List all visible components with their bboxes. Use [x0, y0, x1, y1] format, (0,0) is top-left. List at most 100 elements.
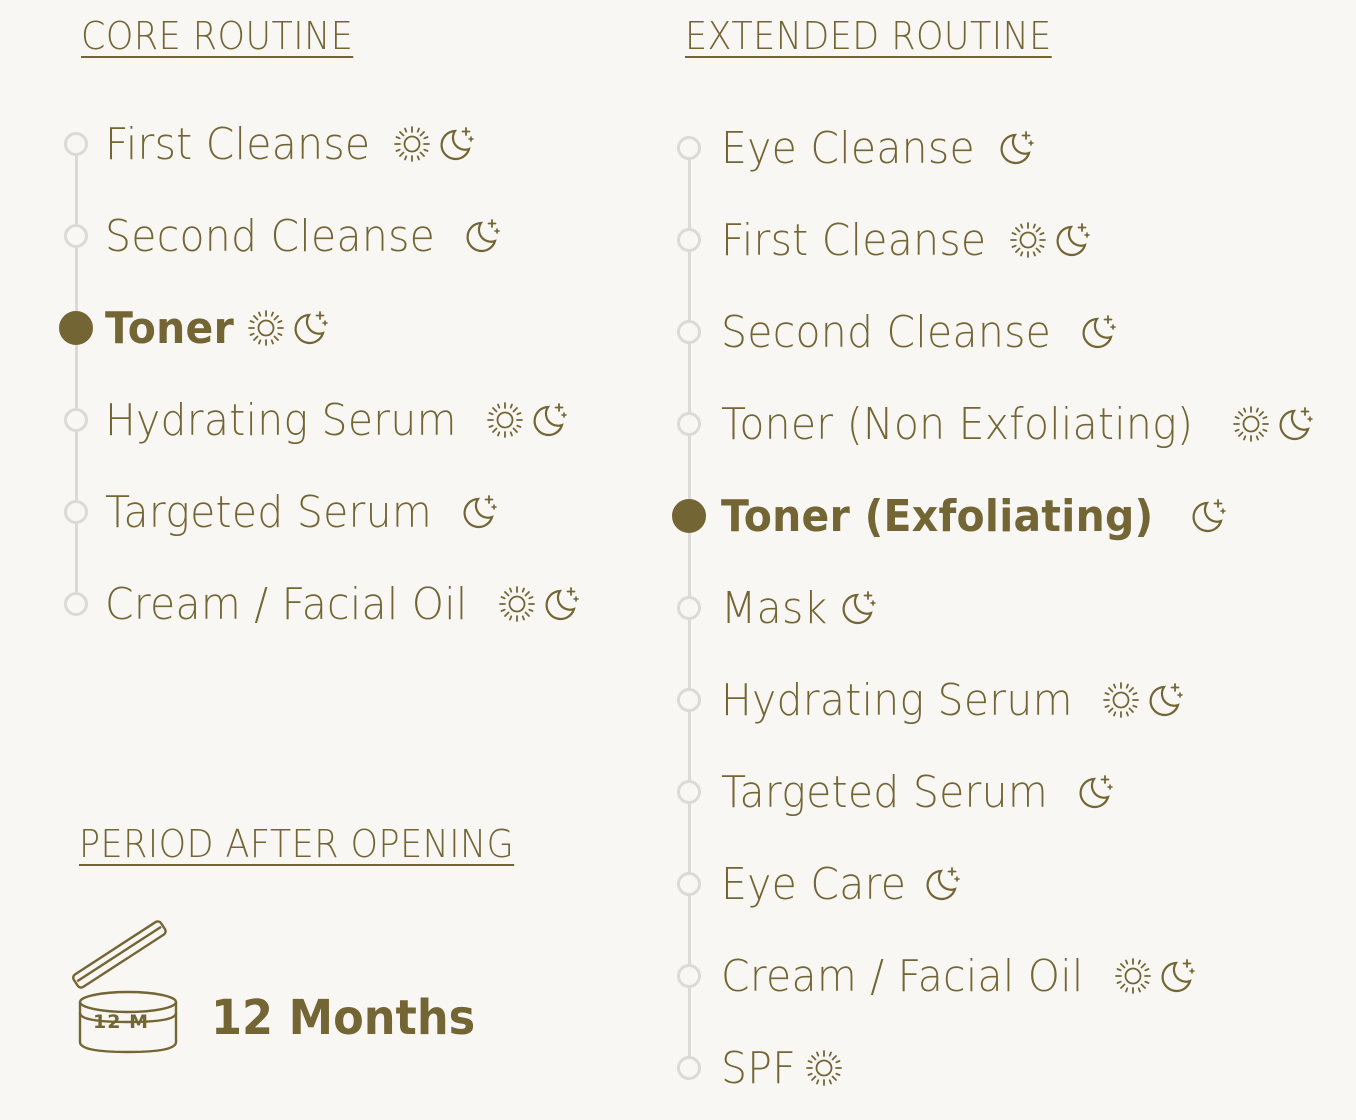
- moon-stars-icon: [1052, 220, 1092, 260]
- extended-step-icons: [804, 1048, 844, 1088]
- core-step-icons: [485, 400, 569, 440]
- extended-step-dot: [677, 1056, 701, 1080]
- core-step-dot: [64, 408, 88, 432]
- moon-stars-icon: [1188, 496, 1228, 536]
- moon-stars-icon: [541, 584, 581, 624]
- extended-step-dot: [677, 228, 701, 252]
- core-step: Second Cleanse: [105, 206, 502, 266]
- extended-step-label: Eye Cleanse: [721, 122, 975, 174]
- extended-step: Hydrating Serum: [721, 670, 1185, 730]
- core-step-icons: [459, 492, 499, 532]
- extended-step-label: Hydrating Serum: [721, 674, 1073, 726]
- sun-icon: [1008, 220, 1048, 260]
- core-step-label: Toner: [105, 302, 235, 354]
- extended-step-dot: [677, 688, 701, 712]
- sun-icon: [246, 308, 286, 348]
- moon-stars-icon: [1078, 312, 1118, 352]
- core-step-label: Hydrating Serum: [105, 394, 457, 446]
- extended-step-dot: [677, 780, 701, 804]
- core-step: Targeted Serum: [105, 482, 499, 542]
- core-step-icons: [462, 216, 502, 256]
- extended-step: Second Cleanse: [721, 302, 1118, 362]
- extended-step: Toner (Exfoliating): [721, 486, 1228, 546]
- core-step-dot: [64, 224, 88, 248]
- core-step-dot: [64, 500, 88, 524]
- extended-step: Eye Cleanse: [721, 118, 1036, 178]
- extended-step-label: Toner (Non Exfoliating): [721, 398, 1194, 450]
- core-step: First Cleanse: [105, 114, 476, 174]
- jar-label: 12 M: [93, 1011, 149, 1033]
- extended-step: Mask: [721, 578, 878, 638]
- core-step: Cream / Facial Oil: [105, 574, 581, 634]
- sun-icon: [1101, 680, 1141, 720]
- extended-step-icons: [996, 128, 1036, 168]
- extended-step-dot: [677, 596, 701, 620]
- core-step-icons: [392, 124, 476, 164]
- extended-step-icons: [1113, 956, 1197, 996]
- moon-stars-icon: [1157, 956, 1197, 996]
- extended-step: Cream / Facial Oil: [721, 946, 1197, 1006]
- extended-step-dot: [677, 964, 701, 988]
- core-step-dot: [64, 132, 88, 156]
- extended-step-dot: [672, 499, 706, 533]
- core-step-label: First Cleanse: [105, 118, 371, 170]
- core-step-label: Targeted Serum: [105, 486, 433, 538]
- extended-step-label: SPF: [721, 1042, 797, 1094]
- moon-stars-icon: [290, 308, 330, 348]
- extended-step-label: Toner (Exfoliating): [721, 490, 1154, 542]
- core-step: Hydrating Serum: [105, 390, 569, 450]
- extended-step-dot: [677, 320, 701, 344]
- moon-stars-icon: [436, 124, 476, 164]
- extended-step: Toner (Non Exfoliating): [721, 394, 1315, 454]
- core-step-label: Cream / Facial Oil: [105, 578, 468, 630]
- extended-step-label: Eye Care: [721, 858, 907, 910]
- extended-step-label: Cream / Facial Oil: [721, 950, 1084, 1002]
- extended-routine-heading: EXTENDED ROUTINE: [685, 14, 1052, 58]
- extended-step-icons: [1101, 680, 1185, 720]
- moon-stars-icon: [1075, 772, 1115, 812]
- core-step-label: Second Cleanse: [105, 210, 436, 262]
- extended-step-icons: [1075, 772, 1115, 812]
- extended-step-label: First Cleanse: [721, 214, 987, 266]
- moon-stars-icon: [1275, 404, 1315, 444]
- sun-icon: [1231, 404, 1271, 444]
- extended-step-icons: [1008, 220, 1092, 260]
- extended-step-icons: [1078, 312, 1118, 352]
- extended-step-dot: [677, 872, 701, 896]
- sun-icon: [485, 400, 525, 440]
- moon-stars-icon: [1145, 680, 1185, 720]
- core-step-dot: [64, 592, 88, 616]
- extended-step-icons: [1231, 404, 1315, 444]
- moon-stars-icon: [996, 128, 1036, 168]
- extended-step: Targeted Serum: [721, 762, 1115, 822]
- extended-step-dot: [677, 136, 701, 160]
- extended-step-icons: [1188, 496, 1228, 536]
- pao-row: 12 M: [66, 918, 186, 1063]
- extended-step-icons: [922, 864, 962, 904]
- moon-stars-icon: [838, 588, 878, 628]
- sun-icon: [392, 124, 432, 164]
- extended-step-label: Targeted Serum: [721, 766, 1049, 818]
- sun-icon: [804, 1048, 844, 1088]
- core-step-icons: [497, 584, 581, 624]
- extended-step: SPF: [721, 1038, 844, 1098]
- extended-step-label: Second Cleanse: [721, 306, 1052, 358]
- pao-heading: PERIOD AFTER OPENING: [79, 822, 515, 866]
- sun-icon: [497, 584, 537, 624]
- moon-stars-icon: [529, 400, 569, 440]
- core-track: [74, 144, 78, 604]
- open-jar-icon: 12 M: [66, 918, 186, 1063]
- extended-step-icons: [838, 588, 878, 628]
- extended-step-label: Mask: [721, 582, 828, 634]
- extended-step: Eye Care: [721, 854, 962, 914]
- pao-value: 12 Months: [211, 990, 476, 1046]
- core-step: Toner: [105, 298, 330, 358]
- moon-stars-icon: [459, 492, 499, 532]
- extended-step: First Cleanse: [721, 210, 1092, 270]
- extended-step-dot: [677, 412, 701, 436]
- core-routine-heading: CORE ROUTINE: [81, 14, 354, 58]
- moon-stars-icon: [462, 216, 502, 256]
- moon-stars-icon: [922, 864, 962, 904]
- sun-icon: [1113, 956, 1153, 996]
- core-step-dot: [59, 311, 93, 345]
